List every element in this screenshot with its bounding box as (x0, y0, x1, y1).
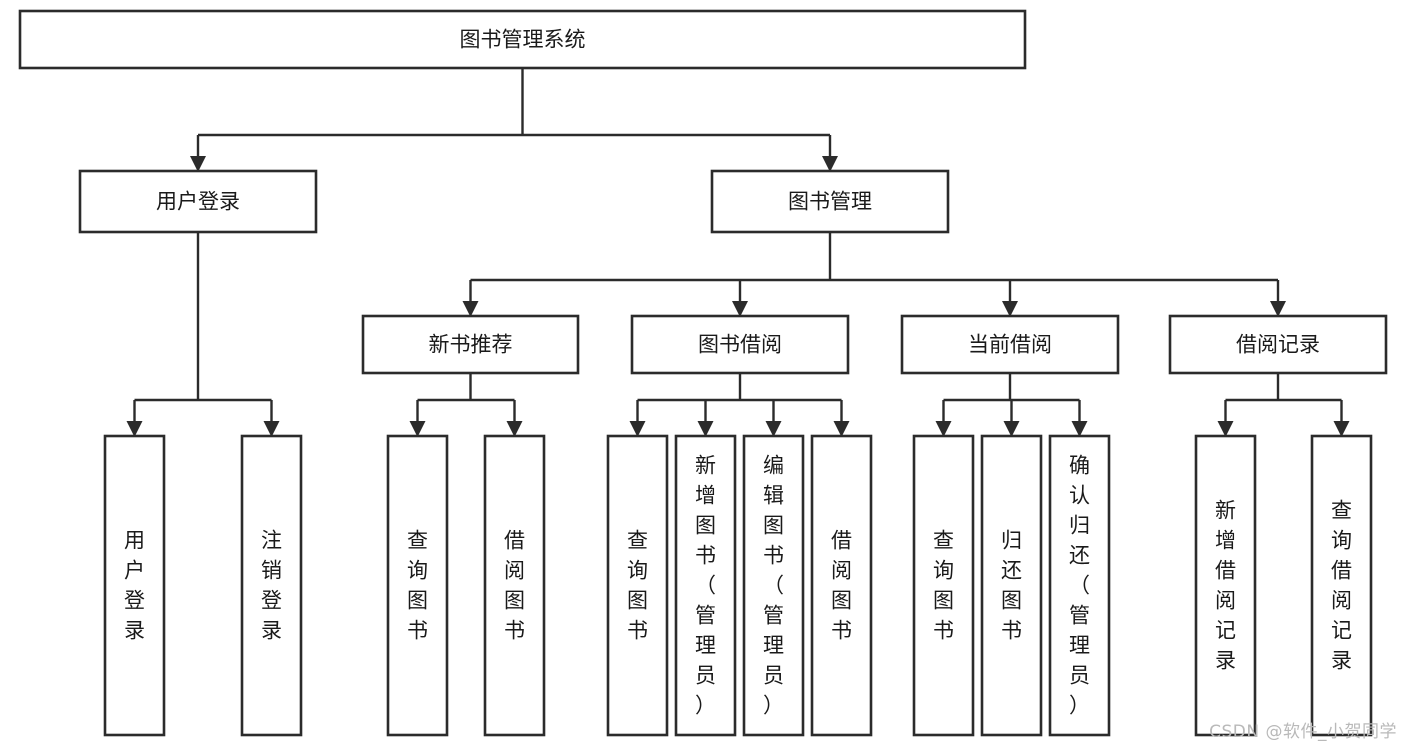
node-box-leaf-query-record[interactable] (1310, 434, 1373, 737)
node-label-root: 图书管理系统 (460, 28, 586, 52)
arrow-head-icon (1217, 421, 1234, 437)
node-leaf-confirm-return[interactable]: 确认归还（管理员） (1048, 434, 1111, 737)
node-label-leaf-user-login: 用户登录 (124, 529, 145, 643)
node-leaf-query-record[interactable]: 查询借阅记录 (1310, 434, 1373, 737)
node-box-leaf-edit-book[interactable] (742, 434, 805, 737)
arrow-head-icon (190, 156, 206, 172)
connector-group-root (190, 68, 838, 172)
node-leaf-logout[interactable]: 注销登录 (240, 434, 303, 737)
node-label-leaf-query-book-borrow: 查询图书 (627, 529, 648, 643)
node-label-borrow-record: 借阅记录 (1236, 333, 1320, 357)
node-box-root[interactable] (18, 9, 1027, 70)
arrow-head-icon (629, 421, 646, 437)
node-box-leaf-borrow-book-rec[interactable] (483, 434, 546, 737)
node-borrow-record[interactable]: 借阅记录 (1168, 314, 1388, 375)
node-box-leaf-borrow-book[interactable] (810, 434, 873, 737)
node-box-leaf-return-book[interactable] (980, 434, 1043, 737)
node-label-leaf-borrow-book-rec: 借阅图书 (504, 529, 525, 643)
node-label-leaf-query-book-cur: 查询图书 (933, 529, 954, 643)
connectors-layer (126, 68, 1350, 437)
node-box-leaf-add-book[interactable] (674, 434, 737, 737)
connector-group-book-borrow (629, 373, 850, 437)
node-label-leaf-confirm-return: 确认归还（管理员） (1069, 454, 1090, 718)
node-box-leaf-query-book-cur[interactable] (912, 434, 975, 737)
arrow-head-icon (462, 301, 479, 317)
node-leaf-return-book[interactable]: 归还图书 (980, 434, 1043, 737)
node-label-leaf-query-record: 查询借阅记录 (1331, 499, 1352, 673)
node-label-new-book-recommend: 新书推荐 (429, 333, 513, 357)
arrow-head-icon (935, 421, 952, 437)
arrow-head-icon (833, 421, 850, 437)
node-leaf-query-book-cur[interactable]: 查询图书 (912, 434, 975, 737)
node-leaf-borrow-book[interactable]: 借阅图书 (810, 434, 873, 737)
node-box-borrow-record[interactable] (1168, 314, 1388, 375)
arrow-head-icon (126, 421, 143, 437)
node-label-current-borrow: 当前借阅 (968, 333, 1052, 357)
node-box-book-borrow[interactable] (630, 314, 850, 375)
node-label-leaf-logout: 注销登录 (261, 529, 282, 643)
node-leaf-borrow-book-rec[interactable]: 借阅图书 (483, 434, 546, 737)
connector-group-current-borrow (935, 373, 1088, 437)
node-label-book-borrow: 图书借阅 (698, 333, 782, 357)
arrow-head-icon (1002, 301, 1018, 317)
node-user-login[interactable]: 用户登录 (78, 169, 318, 234)
arrow-head-icon (822, 156, 838, 172)
arrow-head-icon (765, 421, 782, 437)
arrow-head-icon (506, 421, 523, 437)
arrow-head-icon (697, 421, 714, 437)
node-leaf-edit-book[interactable]: 编辑图书（管理员） (742, 434, 805, 737)
node-box-user-login[interactable] (78, 169, 318, 234)
node-label-leaf-query-book-rec: 查询图书 (407, 529, 428, 643)
arrow-head-icon (732, 301, 748, 317)
node-leaf-add-record[interactable]: 新增借阅记录 (1194, 434, 1257, 737)
connector-group-new-book-recommend (409, 373, 523, 437)
node-current-borrow[interactable]: 当前借阅 (900, 314, 1120, 375)
node-book-borrow[interactable]: 图书借阅 (630, 314, 850, 375)
node-label-leaf-add-record: 新增借阅记录 (1215, 499, 1236, 673)
node-book-manage[interactable]: 图书管理 (710, 169, 950, 234)
nodes-layer: 图书管理系统用户登录图书管理新书推荐图书借阅当前借阅借阅记录用户登录注销登录查询… (18, 9, 1388, 737)
arrow-head-icon (263, 421, 280, 437)
arrow-head-icon (1003, 421, 1020, 437)
node-label-leaf-edit-book: 编辑图书（管理员） (763, 454, 784, 718)
node-label-leaf-add-book: 新增图书（管理员） (695, 454, 716, 718)
node-box-book-manage[interactable] (710, 169, 950, 234)
node-label-leaf-borrow-book: 借阅图书 (831, 529, 852, 643)
csdn-watermark: CSDN @软件_小贺同学 (1209, 722, 1397, 742)
arrow-head-icon (1071, 421, 1088, 437)
node-leaf-add-book[interactable]: 新增图书（管理员） (674, 434, 737, 737)
node-new-book-recommend[interactable]: 新书推荐 (361, 314, 580, 375)
node-box-leaf-query-book-borrow[interactable] (606, 434, 669, 737)
node-label-leaf-return-book: 归还图书 (1001, 529, 1022, 643)
node-leaf-query-book-rec[interactable]: 查询图书 (386, 434, 449, 737)
connector-group-borrow-record (1217, 373, 1350, 437)
node-box-leaf-confirm-return[interactable] (1048, 434, 1111, 737)
node-label-user-login: 用户登录 (156, 190, 240, 214)
connector-group-user-login (126, 232, 280, 437)
node-box-new-book-recommend[interactable] (361, 314, 580, 375)
arrow-head-icon (1333, 421, 1350, 437)
node-leaf-query-book-borrow[interactable]: 查询图书 (606, 434, 669, 737)
arrow-head-icon (1270, 301, 1286, 317)
node-leaf-user-login[interactable]: 用户登录 (103, 434, 166, 737)
arrow-head-icon (409, 421, 426, 437)
connector-group-book-manage (462, 232, 1286, 317)
node-box-leaf-add-record[interactable] (1194, 434, 1257, 737)
node-box-current-borrow[interactable] (900, 314, 1120, 375)
node-box-leaf-logout[interactable] (240, 434, 303, 737)
node-box-leaf-user-login[interactable] (103, 434, 166, 737)
node-box-leaf-query-book-rec[interactable] (386, 434, 449, 737)
node-root[interactable]: 图书管理系统 (18, 9, 1027, 70)
node-label-book-manage: 图书管理 (788, 190, 872, 214)
